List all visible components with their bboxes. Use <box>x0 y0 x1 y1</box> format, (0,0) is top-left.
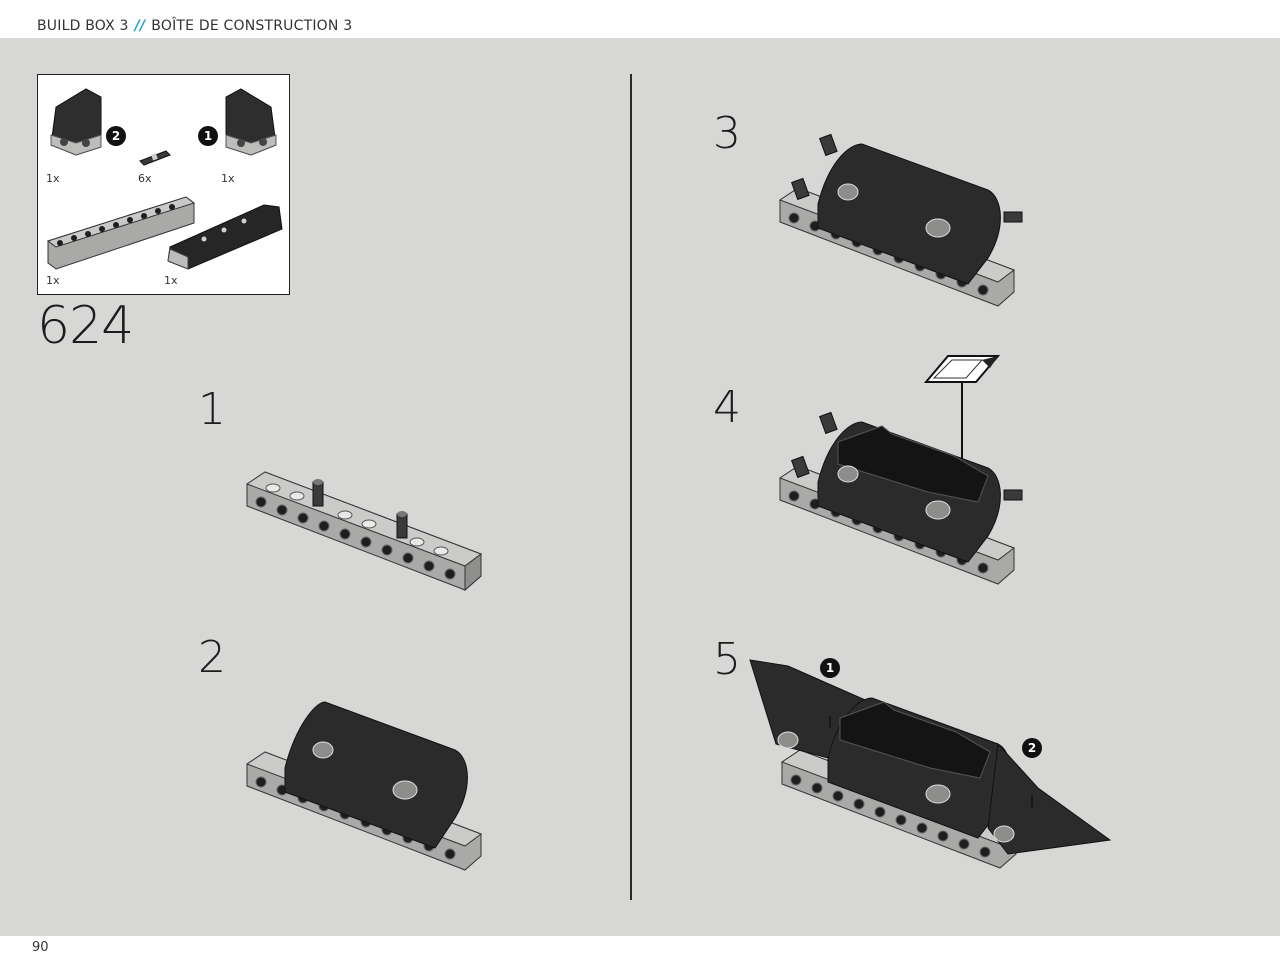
step-number: 1 <box>198 384 226 435</box>
set-number: 624 <box>37 296 134 356</box>
header-separator: // <box>134 18 146 34</box>
page-header: BUILD BOX 3 // BOÎTE DE CONSTRUCTION 3 <box>0 0 1280 38</box>
dark-corner-panel-right-icon <box>225 88 277 156</box>
header-title: BUILD BOX 3 // BOÎTE DE CONSTRUCTION 3 <box>37 18 352 34</box>
part-qty: 1x <box>46 172 60 185</box>
step-number: 4 <box>713 382 741 433</box>
parts-callout-2: 2 <box>106 126 126 146</box>
parts-callout-1: 1 <box>198 126 218 146</box>
connector-pin-icon <box>139 150 171 166</box>
header-title-en: BUILD BOX 3 <box>37 18 129 34</box>
step-number: 2 <box>198 632 226 683</box>
step-number: 5 <box>713 634 741 685</box>
part-qty: 1x <box>164 274 178 287</box>
part-qty: 1x <box>46 274 60 287</box>
instruction-content: 2 1x 6x 1 1x <box>0 38 1280 936</box>
page-number: 90 <box>32 940 49 955</box>
dark-corner-panel-left-icon <box>50 88 102 156</box>
column-divider <box>630 74 632 900</box>
attach-side-panels-icon <box>749 659 1112 869</box>
step5-callout-2: 2 <box>1022 738 1042 758</box>
part-qty: 6x <box>138 172 152 185</box>
header-title-fr: BOÎTE DE CONSTRUCTION 3 <box>151 18 353 34</box>
parts-list-box: 2 1x 6x 1 1x <box>37 74 290 295</box>
gray-technic-beam-icon <box>46 196 196 270</box>
page-footer: 90 <box>0 936 1280 974</box>
beam-panel-pins-icon <box>778 133 1023 307</box>
step-number: 3 <box>713 108 741 159</box>
dark-curved-panel-icon <box>167 204 283 270</box>
beam-with-panel-icon <box>245 701 483 871</box>
beam-panel-sticker-icon <box>778 411 1023 585</box>
part-qty: 1x <box>221 172 235 185</box>
sticker-pointer-line <box>961 382 963 462</box>
apply-sticker-icon <box>923 355 1001 383</box>
step5-callout-1: 1 <box>820 658 840 678</box>
beam-with-pins-icon <box>245 471 483 592</box>
